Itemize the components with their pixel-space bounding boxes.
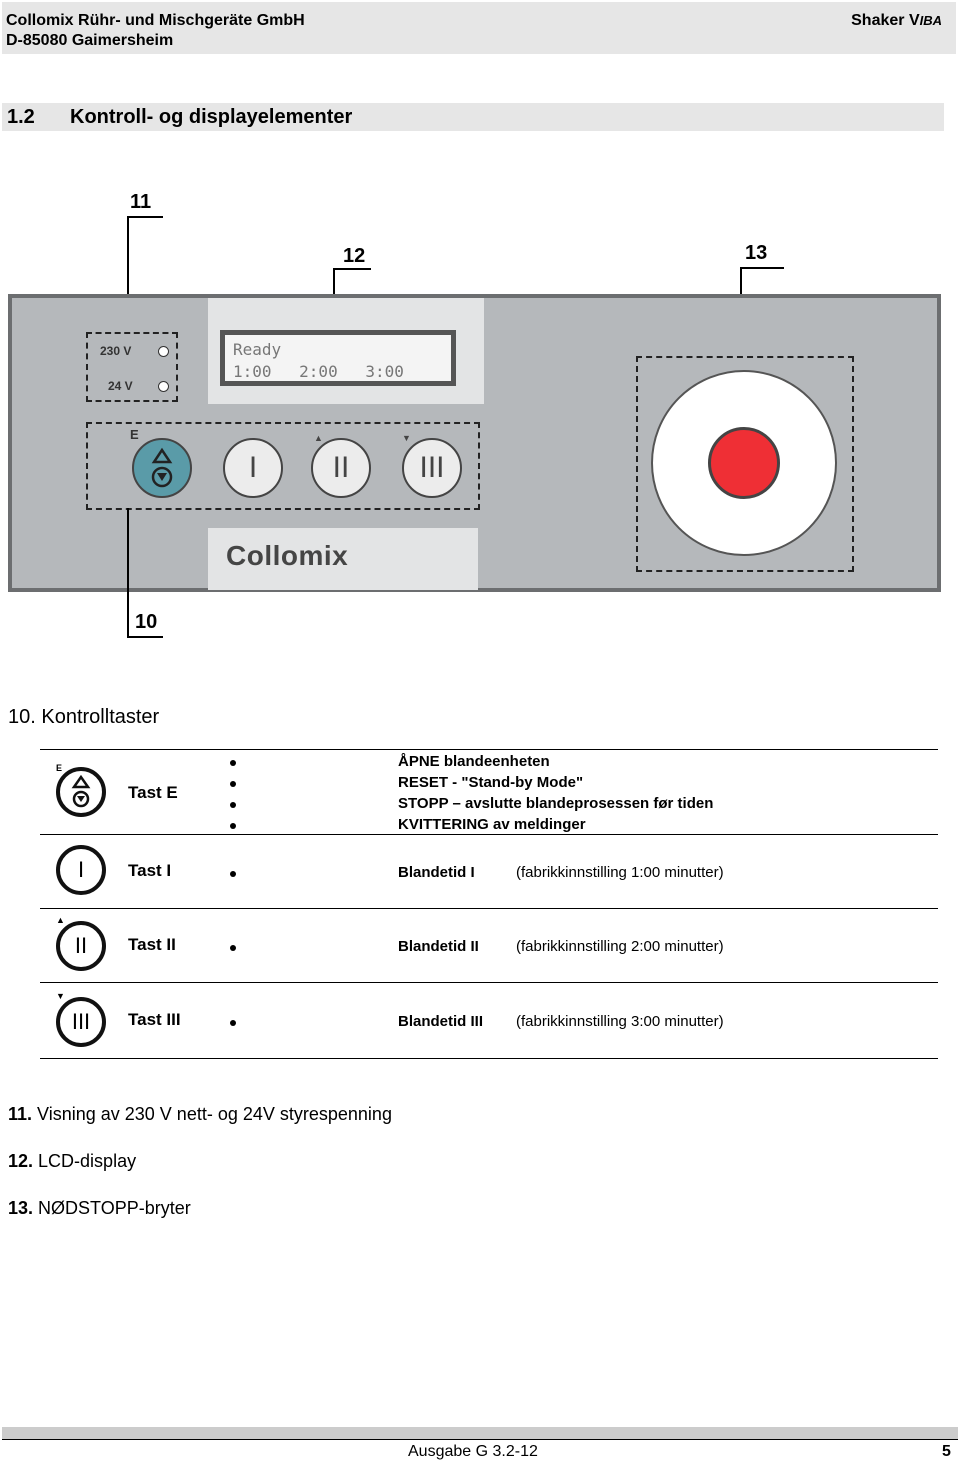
note-12: 12. LCD-display: [8, 1150, 136, 1172]
table-rule-bottom: [40, 1058, 938, 1059]
logo-plate: Collomix: [208, 528, 478, 590]
table-rule-top: [40, 749, 938, 750]
emergency-stop-housing: [651, 370, 837, 556]
key-e-function-4: KVITTERING av meldinger: [398, 816, 586, 833]
note-11-number: 11.: [8, 1104, 33, 1124]
bullet: [230, 871, 236, 877]
led-230v: [158, 346, 169, 357]
key-iii-icon: III: [56, 997, 106, 1047]
leader-12-h: [333, 268, 371, 270]
key-i-name: Tast I: [128, 861, 172, 880]
key-iii-button[interactable]: III: [402, 438, 462, 498]
leader-10-v: [127, 508, 129, 638]
bullet: [230, 802, 236, 808]
bullet: [230, 945, 236, 951]
note-12-number: 12.: [8, 1151, 34, 1171]
key-iii-blend-time: Blandetid III: [398, 1013, 484, 1030]
voltage-indicator-group: [86, 332, 178, 402]
down-triangle-icon: ▼: [56, 991, 65, 1001]
emergency-stop-group: [636, 356, 854, 572]
bullet: [230, 823, 236, 829]
footer-bar: [2, 1427, 958, 1439]
page-header: Collomix Rühr- und Mischgeräte GmbH D-85…: [2, 2, 956, 54]
key-iii-name: Tast III: [128, 1010, 181, 1029]
note-13-number: 13.: [8, 1198, 34, 1218]
key-e-mark: E: [56, 763, 63, 773]
note-13-text: NØDSTOPP-bryter: [38, 1198, 191, 1218]
key-e-function-1: ÅPNE blandeenheten: [398, 753, 550, 770]
product-main: Shaker V: [851, 12, 920, 29]
led-24v: [158, 381, 169, 392]
key-ii-factory-setting: (fabrikkinnstilling 2:00 minutter): [516, 938, 724, 955]
key-i-blend-time: Blandetid I: [398, 864, 475, 881]
callout-10: 10: [135, 611, 158, 633]
lcd-line-1: Ready: [233, 340, 282, 359]
callout-11: 11: [130, 191, 152, 213]
key-e-function-3: STOPP – avslutte blandeprosessen før tid…: [398, 795, 714, 812]
key-e-function-2: RESET - "Stand-by Mode": [398, 774, 584, 791]
key-ii-name: Tast II: [128, 935, 176, 954]
up-triangle-icon: ▲: [314, 433, 323, 443]
key-i-icon: I: [56, 845, 106, 895]
company-block: Collomix Rühr- und Mischgeräte GmbH D-85…: [6, 11, 305, 51]
key-ii-blend-time: Blandetid II: [398, 938, 479, 955]
lcd-line-2: 1:00 2:00 3:00: [233, 362, 404, 381]
key-e-button[interactable]: [132, 438, 192, 498]
item-10-number: 10.: [8, 706, 36, 728]
note-13: 13. NØDSTOPP-bryter: [8, 1197, 191, 1219]
down-triangle-icon: ▼: [402, 433, 411, 443]
product-sub: IBA: [919, 13, 942, 28]
bullet: [230, 781, 236, 787]
footer-edition: Ausgabe G 3.2-12: [408, 1443, 538, 1460]
callout-12: 12: [343, 245, 366, 267]
key-i-factory-setting: (fabrikkinnstilling 1:00 minutter): [516, 864, 724, 881]
key-e-letter: E: [130, 427, 139, 442]
lcd-display: Ready 1:00 2:00 3:00: [220, 330, 456, 386]
emergency-stop-button[interactable]: [708, 427, 780, 499]
product-name: Shaker VIBA: [851, 11, 942, 31]
callout-13: 13: [745, 242, 768, 264]
section-title: Kontroll- og displayelementer: [70, 106, 353, 128]
page-number: 5: [942, 1443, 951, 1460]
key-i-button[interactable]: I: [223, 438, 283, 498]
note-12-text: LCD-display: [38, 1151, 137, 1171]
control-panel: 230 V 24 V Ready 1:00 2:00 3:00 E I ▲ II…: [8, 294, 941, 592]
table-rule: [40, 982, 938, 983]
table-rule: [40, 908, 938, 909]
label-230v: 230 V: [100, 344, 132, 358]
leader-13-h: [740, 267, 784, 269]
company-name: Collomix Rühr- und Mischgeräte GmbH: [6, 12, 305, 29]
table-rule: [40, 834, 938, 835]
key-e-icon: [56, 767, 106, 817]
bullet: [230, 1020, 236, 1026]
key-ii-button[interactable]: II: [311, 438, 371, 498]
leader-11-v: [127, 216, 129, 334]
note-11-text: Visning av 230 V nett- og 24V styrespenn…: [37, 1104, 392, 1124]
collomix-logo: Collomix: [226, 540, 349, 571]
key-iii-factory-setting: (fabrikkinnstilling 3:00 minutter): [516, 1013, 724, 1030]
item-10-title: Kontrolltaster: [41, 706, 160, 728]
key-ii-icon: II: [56, 921, 106, 971]
footer-rule: [2, 1439, 958, 1440]
up-down-arrows-icon: [71, 774, 91, 808]
key-group: [86, 422, 480, 510]
bullet: [230, 760, 236, 766]
up-triangle-icon: ▲: [56, 915, 65, 925]
item-10-heading: 10. Kontrolltaster: [8, 705, 159, 729]
section-number: 1.2: [7, 106, 35, 128]
label-24v: 24 V: [108, 379, 133, 393]
leader-11-h: [127, 216, 163, 218]
company-location: D-85080 Gaimersheim: [6, 32, 174, 49]
note-11: 11. Visning av 230 V nett- og 24V styres…: [8, 1103, 392, 1125]
leader-10-h: [127, 636, 163, 638]
key-e-name: Tast E: [128, 783, 178, 802]
section-heading: 1.2 Kontroll- og displayelementer: [2, 103, 944, 131]
up-down-arrows-icon: [151, 447, 173, 488]
lcd-frame: Ready 1:00 2:00 3:00: [208, 298, 484, 404]
